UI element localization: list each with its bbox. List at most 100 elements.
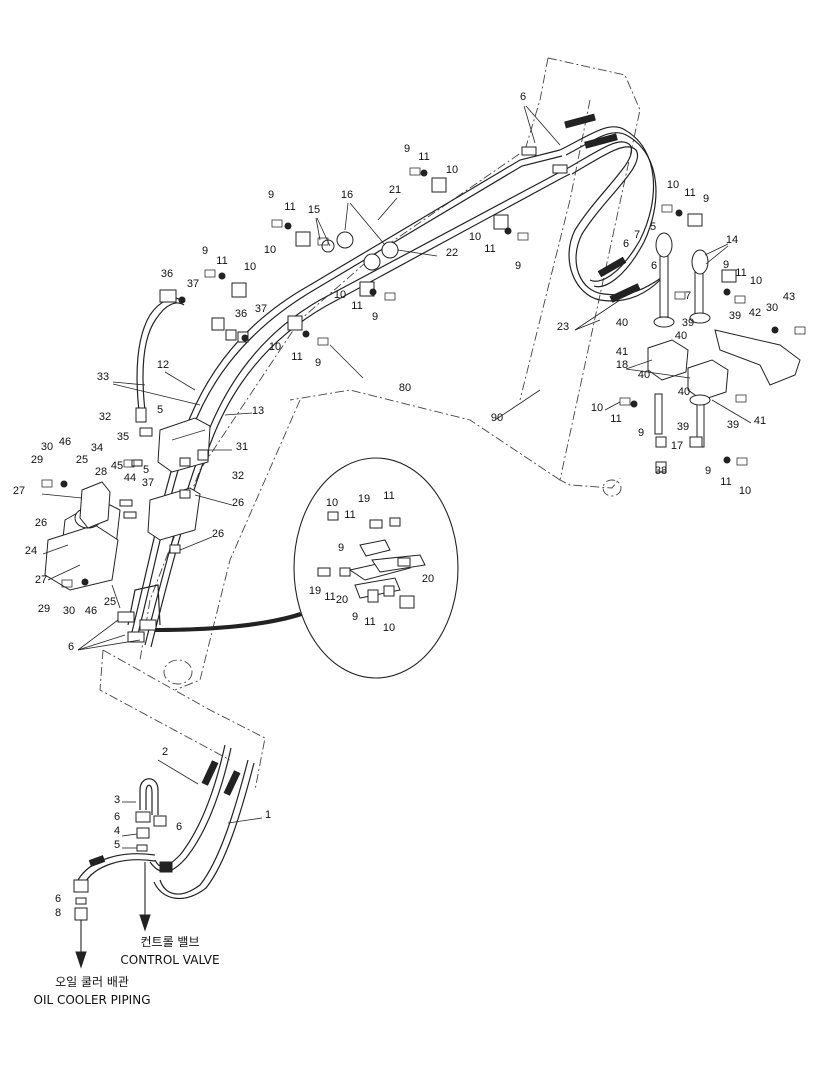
leader-lines — [41, 105, 752, 849]
part-callout: 30 — [41, 441, 53, 453]
boom-outline — [99, 57, 641, 791]
part-callout: 25 — [76, 454, 88, 466]
part-callout: 41 — [754, 415, 766, 427]
part-callout: 39 — [729, 310, 741, 322]
part-callout: 20 — [336, 594, 348, 606]
part-callout: 1 — [265, 809, 271, 821]
part-callout: 11 — [216, 255, 227, 267]
part-callout: 9 — [404, 143, 410, 155]
part-callout: 10 — [264, 244, 276, 256]
part-callout: 9 — [372, 311, 378, 323]
bolts — [41, 167, 806, 588]
part-callout: 9 — [515, 260, 521, 272]
part-callout: 36 — [161, 268, 173, 280]
control-valve-label-ko: 컨트롤 밸브 — [140, 935, 199, 949]
part-callout: 11 — [351, 300, 362, 312]
part-callout: 9 — [315, 357, 321, 369]
part-callout: 9 — [638, 427, 644, 439]
part-callout: 42 — [749, 307, 761, 319]
part-callout: 9 — [723, 259, 729, 271]
part-callout: 2 — [162, 746, 168, 758]
part-callout: 33 — [97, 371, 109, 383]
part-callout: 26 — [35, 517, 47, 529]
part-callout: 37 — [142, 477, 154, 489]
part-callout: 7 — [634, 229, 640, 241]
part-callout: 10 — [383, 622, 395, 634]
part-callout: 26 — [212, 528, 224, 540]
pipe-clamps — [231, 146, 568, 331]
part-callout: 4 — [114, 825, 120, 837]
part-callout: 6 — [114, 811, 120, 823]
part-callout: 36 — [235, 308, 247, 320]
part-callout: 39 — [677, 421, 689, 433]
part-callout: 11 — [684, 187, 695, 199]
part-callout: 10 — [334, 289, 346, 301]
part-callout: 10 — [667, 179, 679, 191]
part-callout: 30 — [766, 302, 778, 314]
part-callout: 46 — [85, 605, 97, 617]
part-callout: 11 — [735, 267, 746, 279]
part-callout: 30 — [63, 605, 75, 617]
part-callout: 7 — [685, 290, 691, 302]
part-callout: 11 — [364, 616, 375, 628]
part-callout: 18 — [616, 359, 628, 371]
part-callout: 11 — [291, 351, 302, 363]
part-callout: 24 — [25, 545, 37, 557]
part-callout: 22 — [446, 247, 458, 259]
part-callout: 19 — [309, 585, 321, 597]
part-callout: 9 — [703, 193, 709, 205]
part-callout: 35 — [117, 431, 129, 443]
part-callout: 11 — [344, 509, 355, 521]
part-callout: 21 — [389, 184, 401, 196]
part-callout: 39 — [682, 317, 694, 329]
part-callout: 6 — [55, 893, 61, 905]
part-callout: 14 — [726, 234, 738, 246]
part-callout: 11 — [383, 490, 394, 502]
part-callout: 25 — [104, 596, 116, 608]
part-callout: 17 — [671, 440, 683, 452]
part-callout: 8 — [55, 907, 61, 919]
part-callout: 40 — [675, 330, 687, 342]
part-callout: 9 — [202, 245, 208, 257]
part-callout: 10 — [446, 164, 458, 176]
part-callout: 10 — [469, 231, 481, 243]
part-callout: 44 — [124, 472, 136, 484]
part-callout: 38 — [655, 465, 667, 477]
part-callout: 31 — [236, 441, 248, 453]
part-callout: 9 — [338, 542, 344, 554]
part-callout: 11 — [324, 591, 335, 603]
part-callout: 9 — [352, 611, 358, 623]
part-callout: 40 — [616, 317, 628, 329]
part-callout: 10 — [591, 402, 603, 414]
part-callout: 6 — [68, 641, 74, 653]
part-callout: 9 — [705, 465, 711, 477]
part-callout: 19 — [358, 493, 370, 505]
part-callout: 10 — [269, 341, 281, 353]
part-callout: 39 — [727, 419, 739, 431]
part-callout: 10 — [244, 261, 256, 273]
part-callout: 29 — [31, 454, 43, 466]
part-callout: 45 — [111, 460, 123, 472]
flow-arrows — [75, 862, 151, 969]
part-callout: 10 — [739, 485, 751, 497]
right-fittings — [647, 213, 801, 473]
part-callout: 43 — [783, 291, 795, 303]
part-callout: 9 — [268, 189, 274, 201]
part-callout: 12 — [157, 359, 169, 371]
part-callout: 11 — [284, 201, 295, 213]
part-callout: 6 — [176, 821, 182, 833]
part-callout: 23 — [557, 321, 569, 333]
part-callout: 20 — [422, 573, 434, 585]
part-callout: 40 — [638, 369, 650, 381]
detail-callout — [155, 457, 459, 679]
part-callout: 3 — [114, 794, 120, 806]
part-callout: 37 — [255, 303, 267, 315]
part-callout: 5 — [650, 221, 656, 233]
part-callout: 40 — [678, 386, 690, 398]
part-callout: 13 — [252, 405, 264, 417]
part-callout: 32 — [232, 470, 244, 482]
part-callout: 6 — [623, 238, 629, 250]
arm-hoses — [559, 113, 665, 303]
oil-cooler-label-en: OIL COOLER PIPING — [34, 993, 151, 1007]
part-callout: 90 — [491, 412, 503, 424]
